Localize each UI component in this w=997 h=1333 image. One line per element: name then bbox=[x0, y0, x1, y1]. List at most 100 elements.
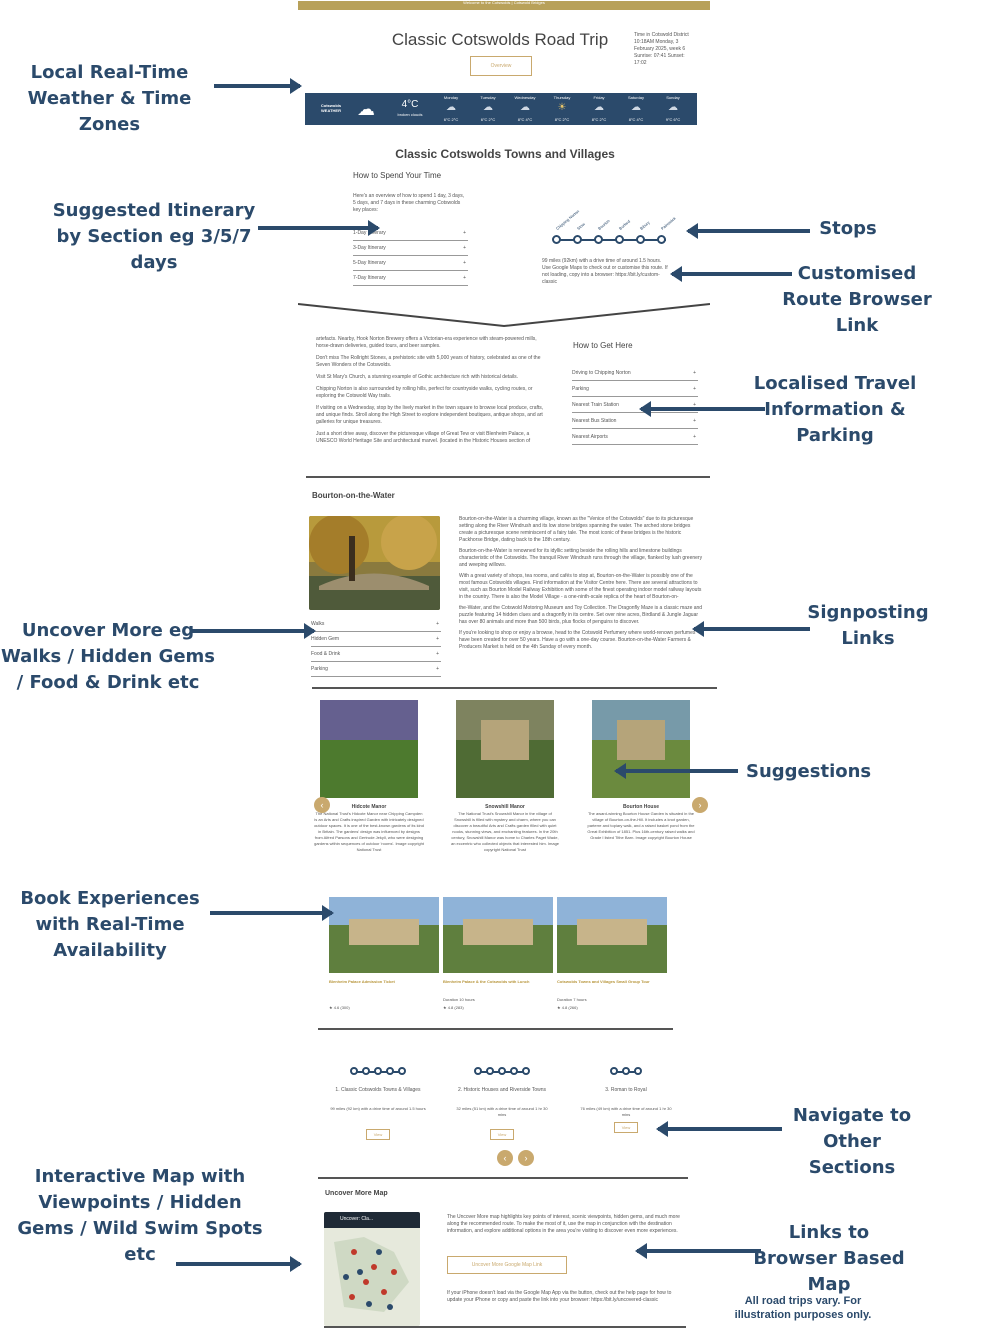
prev-arrow-button[interactable]: ‹ bbox=[314, 797, 330, 813]
map-text: The Uncover More map highlights key poin… bbox=[447, 1214, 680, 1234]
stop-marker bbox=[374, 1067, 382, 1075]
uncover-more-item[interactable]: Walks+ bbox=[311, 617, 441, 632]
paragraph: If you're looking to shop or enjoy a bro… bbox=[459, 630, 696, 650]
disclaimer: All road trips vary. For illustration pu… bbox=[734, 1295, 872, 1321]
next-routes-button[interactable]: › bbox=[518, 1150, 534, 1166]
forecast-day: Thursday bbox=[553, 95, 571, 100]
current-temp: 4°C bbox=[401, 99, 419, 110]
arrow bbox=[692, 621, 810, 637]
suggestion-photo bbox=[456, 700, 554, 798]
suggestion-text: The National Trust's Hidcote Manor near … bbox=[314, 811, 424, 852]
forecast-day: Wednesday bbox=[514, 95, 536, 100]
experience-rating: ★ 4.8 (283) bbox=[443, 1005, 464, 1010]
plus-icon: + bbox=[463, 245, 466, 251]
divider bbox=[312, 687, 717, 689]
paragraph: Visit St Mary's Church, a stunning examp… bbox=[316, 374, 519, 380]
page-title: Classic Cotswolds Road Trip bbox=[391, 30, 609, 49]
arrow bbox=[635, 1243, 761, 1259]
stop-marker bbox=[522, 1067, 530, 1075]
get-here-label: Driving to Chipping Norton bbox=[572, 370, 631, 376]
annotation-route-link: Customised Route Browser Link bbox=[782, 263, 932, 336]
forecast-temps: 8°C 4°C bbox=[517, 117, 533, 122]
plus-icon: + bbox=[436, 651, 439, 657]
stop-marker bbox=[657, 235, 666, 244]
stop-marker bbox=[622, 1067, 630, 1075]
itinerary-intro: Here's an overview of how to spend 1 day… bbox=[353, 193, 465, 213]
route-view-button[interactable]: View bbox=[614, 1122, 638, 1133]
experience-photo[interactable] bbox=[443, 897, 553, 973]
experience-rating: ★ 4.6 (300) bbox=[329, 1005, 350, 1010]
bourton-photo bbox=[309, 516, 440, 610]
forecast-temps: 6°C 2°C bbox=[480, 117, 496, 122]
plus-icon: + bbox=[463, 230, 466, 236]
paragraph: Just a short drive away, discover the pi… bbox=[316, 431, 531, 444]
get-here-item[interactable]: Parking+ bbox=[572, 382, 698, 397]
get-here-item[interactable]: Nearest Train Station + bbox=[572, 398, 698, 413]
uncover-more-item[interactable]: Hidden Gem+ bbox=[311, 632, 441, 647]
itinerary-label: 7-Day Itinerary bbox=[353, 275, 386, 281]
plus-icon: + bbox=[693, 402, 696, 408]
stop-marker bbox=[573, 235, 582, 244]
experience-photo[interactable] bbox=[557, 897, 667, 973]
paragraph: artefacts. Nearby, Hook Norton Brewery o… bbox=[316, 336, 537, 349]
plus-icon: + bbox=[436, 666, 439, 672]
get-here-label: Nearest Train Station bbox=[572, 402, 619, 408]
cloud-icon: ☁ bbox=[594, 102, 604, 113]
uncover-more-label: Hidden Gem bbox=[311, 636, 340, 642]
route-view-button[interactable]: View bbox=[490, 1129, 514, 1140]
bourton-text: Bourton-on-the-Water is a charming villa… bbox=[459, 516, 705, 655]
prev-routes-button[interactable]: ‹ bbox=[497, 1150, 513, 1166]
itinerary-item[interactable]: 5-Day Itinerary+ bbox=[353, 256, 468, 271]
forecast-day: Friday bbox=[593, 95, 605, 100]
forecast-day: Tuesday bbox=[480, 95, 496, 100]
get-here-item[interactable]: Nearest Airports+ bbox=[572, 430, 698, 445]
route-view-button[interactable]: View bbox=[366, 1129, 390, 1140]
stop-marker bbox=[552, 235, 561, 244]
annotation-travel: Localised Travel Information & Parking bbox=[753, 373, 917, 446]
itinerary-item[interactable]: 7-Day Itinerary+ bbox=[353, 271, 468, 286]
arrow bbox=[656, 1121, 782, 1137]
suggestion-text: The National Trust's Snowshill Manor in … bbox=[450, 811, 560, 852]
next-arrow-button[interactable]: › bbox=[692, 797, 708, 813]
experience-title[interactable]: Blenheim Palace & the Cotswolds with Lun… bbox=[443, 979, 530, 984]
experience-photo[interactable] bbox=[329, 897, 439, 973]
route-note: 99 miles (92km) with a drive time of aro… bbox=[542, 258, 668, 285]
google-map-button[interactable]: Uncover More Google Map Link bbox=[447, 1256, 567, 1274]
forecast-temps: 8°C 2°C bbox=[554, 117, 570, 122]
overview-button[interactable]: Overview bbox=[470, 56, 532, 76]
annotation-weather: Local Real-Time Weather & Time Zones bbox=[27, 62, 192, 135]
get-here-item[interactable]: Driving to Chipping Norton+ bbox=[572, 366, 698, 381]
stop-marker bbox=[386, 1067, 394, 1075]
sun-icon: ☀ bbox=[557, 102, 567, 113]
experience-title[interactable]: Cotswolds Towns and Villages Small Group… bbox=[557, 979, 650, 984]
annotation-suggestions: Suggestions bbox=[746, 761, 872, 782]
cloud-icon: ☁ bbox=[483, 102, 493, 113]
get-here-item[interactable]: Nearest Bus Station+ bbox=[572, 414, 698, 429]
interactive-map[interactable] bbox=[324, 1212, 420, 1326]
get-here-heading: How to Get Here bbox=[573, 341, 633, 350]
experience-duration: Duration 10 hours bbox=[443, 997, 475, 1002]
uncover-more-label: Walks bbox=[311, 621, 325, 627]
bourton-heading: Bourton-on-the-Water bbox=[312, 491, 395, 500]
experience-title[interactable]: Blenheim Palace Admission Ticket bbox=[329, 979, 395, 984]
experience-rating: ★ 4.8 (266) bbox=[557, 1005, 578, 1010]
route-line bbox=[556, 239, 666, 241]
arrow bbox=[176, 1256, 302, 1272]
stop-marker bbox=[610, 1067, 618, 1075]
forecast-temps: 6°C 2°C bbox=[443, 117, 459, 122]
current-desc: broken clouds bbox=[397, 112, 423, 117]
stop-label: Bibury bbox=[638, 219, 651, 231]
stop-label: Painswick bbox=[659, 215, 677, 231]
itinerary-item[interactable]: 3-Day Itinerary+ bbox=[353, 241, 468, 256]
uncover-more-item[interactable]: Food & Drink+ bbox=[311, 647, 441, 662]
get-here-label: Nearest Bus Station bbox=[572, 418, 617, 424]
get-here-label: Parking bbox=[572, 386, 589, 392]
forecast-day: Monday bbox=[443, 95, 459, 100]
stop-marker bbox=[615, 235, 624, 244]
uncover-more-item[interactable]: Parking+ bbox=[311, 662, 441, 677]
forecast-temps: 8°C 4°C bbox=[628, 117, 644, 122]
